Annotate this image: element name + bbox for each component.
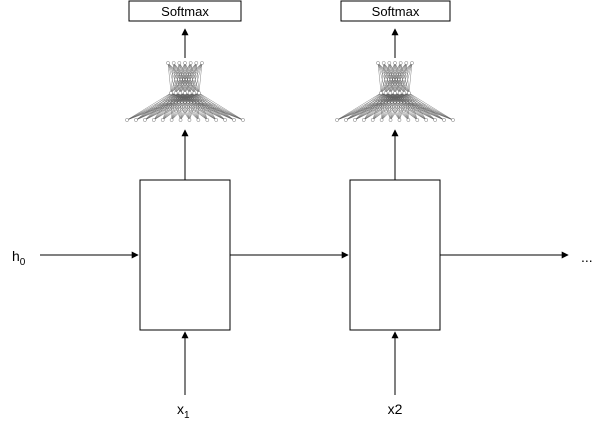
softmax-box-2: Softmax <box>340 0 451 22</box>
continuation-ellipsis: ... <box>581 249 593 265</box>
neural-network-icon-1 <box>125 61 245 122</box>
initial-state-label: h0 <box>12 248 26 268</box>
softmax-label-2: Softmax <box>372 4 420 19</box>
rnn-cell-1 <box>139 179 231 331</box>
input-label-2: x2 <box>388 401 403 417</box>
softmax-label-1: Softmax <box>161 4 209 19</box>
neural-network-icon-2 <box>335 61 455 122</box>
softmax-box-1: Softmax <box>128 0 242 22</box>
rnn-cell-2 <box>349 179 441 331</box>
input-label-1: x1 <box>177 401 190 421</box>
